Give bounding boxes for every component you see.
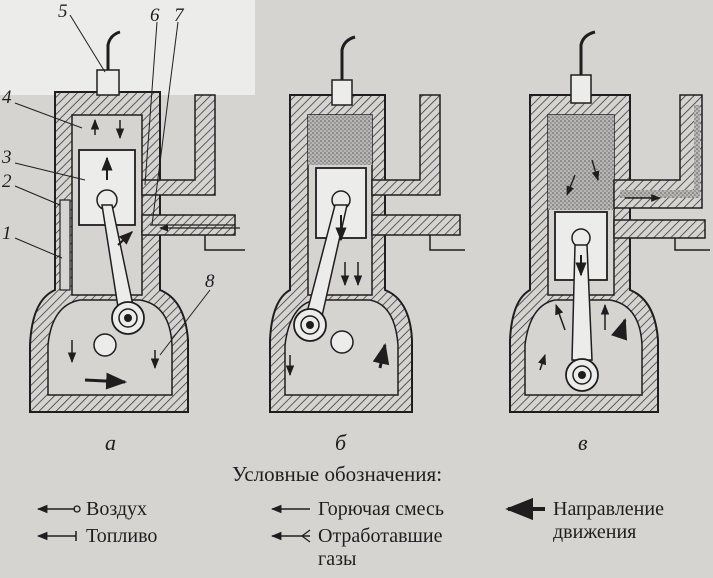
caption-a: а xyxy=(105,430,116,455)
legend-exhaust-label: Отработавшие газы xyxy=(318,525,443,570)
label-8: 8 xyxy=(205,271,215,292)
engine-panel-c xyxy=(509,30,710,413)
label-7: 7 xyxy=(174,5,184,26)
label-1: 1 xyxy=(2,223,12,244)
engine-panel-a xyxy=(14,14,245,413)
legend-mixture-label: Горючая смесь xyxy=(318,498,445,520)
label-2: 2 xyxy=(2,171,12,192)
legend-fuel-label: Топливо xyxy=(86,525,158,547)
legend-motion-label: Направление движения xyxy=(553,498,664,543)
engine-panel-b xyxy=(269,35,465,413)
caption-b: б xyxy=(335,430,347,455)
label-4: 4 xyxy=(2,87,12,108)
legend-air-label: Воздух xyxy=(86,498,148,520)
legend-title: Условные обозначения: xyxy=(232,462,443,486)
label-5: 5 xyxy=(58,1,68,22)
label-6: 6 xyxy=(150,5,160,26)
legend-icons xyxy=(36,497,545,543)
caption-c: в xyxy=(578,430,588,455)
label-3: 3 xyxy=(2,147,12,168)
